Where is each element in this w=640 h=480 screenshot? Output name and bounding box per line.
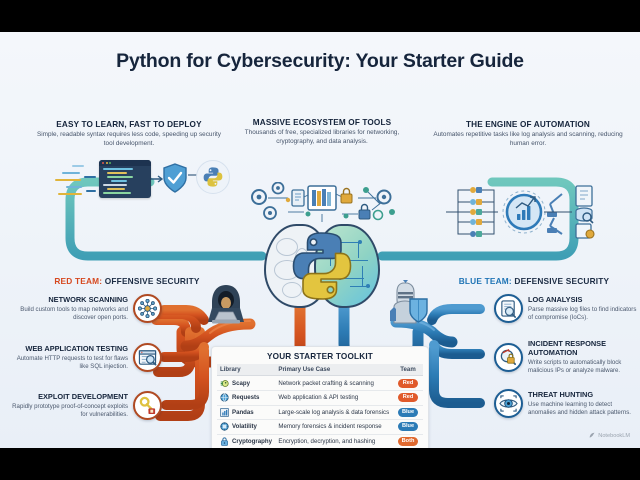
code-window-icon (99, 160, 151, 198)
branch-title: NETWORK SCANNING (48, 294, 128, 304)
cell-library: Volatility (217, 419, 276, 435)
red-team-header: RED TEAM: OFFENSIVE SECURITY (22, 276, 232, 286)
cell-use-case: Network packet crafting & scanning (275, 375, 393, 391)
toolkit-heading: YOUR STARTER TOOLKIT (266, 352, 374, 361)
cell-team: Blue (393, 419, 423, 435)
feature-heading: MASSIVE ECOSYSTEM OF TOOLS (252, 118, 392, 127)
table-header-row: Library Primary Use Case Team (217, 364, 423, 377)
notebooklm-logo-icon (589, 432, 595, 438)
key-exploit-icon (133, 391, 162, 420)
branch-desc: Automate HTTP requests to test for flaws… (16, 354, 128, 370)
cell-library: Scapy (217, 375, 276, 391)
ecosystem-icons-cluster (246, 181, 398, 234)
memory-chip-icon (220, 422, 229, 432)
cell-use-case: Web application & API testing (275, 390, 393, 406)
browser-search-icon (133, 343, 162, 372)
cell-team: Red (393, 375, 423, 391)
table-row: Requests Web application & API testing Red (217, 390, 423, 406)
cell-library: Pandas (217, 405, 276, 421)
feature-body: Automates repetitive tasks like log anal… (433, 131, 623, 147)
bar-chart-icon (220, 407, 229, 417)
feature-body: Thousands of free, specialized libraries… (244, 129, 400, 145)
page-title: Python for Cybersecurity: Your Starter G… (116, 50, 524, 72)
red-item-exploit-development[interactable]: EXPLOIT DEVELOPMENT Rapidly prototype pr… (8, 391, 162, 420)
library-name: Scapy (232, 379, 250, 387)
toolkit-table: Library Primary Use Case Team Scapy Netwo… (217, 364, 423, 448)
blue-team-accent: BLUE TEAM: (458, 276, 512, 286)
branch-desc: Parse massive log files to find indicato… (528, 305, 637, 321)
python-logo-icon (292, 232, 352, 300)
branch-title: INCIDENT RESPONSE AUTOMATION (528, 339, 607, 357)
cell-use-case: Encryption, decryption, and hashing (278, 438, 376, 446)
cell-team: Red (393, 390, 423, 406)
branch-desc: Build custom tools to map networks and d… (20, 305, 128, 321)
infographic-canvas: Python for Cybersecurity: Your Starter G… (0, 32, 640, 448)
col-library: Library (217, 364, 276, 377)
library-name: Requests (232, 394, 260, 402)
eye-scan-icon (494, 389, 523, 418)
feature-heading: THE ENGINE OF AUTOMATION (466, 120, 590, 129)
cell-use-case: Large-scale log analysis & data forensic… (275, 405, 393, 421)
team-badge: Blue (397, 422, 419, 432)
red-team-rest: OFFENSIVE SECURITY (102, 276, 200, 286)
notebooklm-watermark: NotebookLM (589, 432, 630, 439)
col-use-case: Primary Use Case (275, 364, 393, 377)
library-name: Cryptography (232, 438, 272, 446)
col-team: Team (393, 364, 423, 377)
feature-body: Simple, readable syntax requires less co… (36, 131, 221, 147)
feature-easy-to-learn: EASY TO LEARN, FAST TO DEPLOY Simple, re… (34, 120, 224, 148)
table-row: Scapy Network packet crafting & scanning R… (217, 375, 423, 391)
network-scan-icon (133, 294, 162, 323)
red-item-network-scanning[interactable]: NETWORK SCANNING Build custom tools to m… (14, 294, 162, 323)
log-magnifier-icon (494, 294, 523, 323)
branch-desc: Use machine learning to detect anomalies… (528, 400, 631, 416)
table-row: Pandas Large-scale log analysis & data fo… (217, 405, 423, 421)
padlock-icon (220, 437, 229, 446)
automation-pipeline-icons (444, 184, 612, 240)
feature-engine-of-automation: THE ENGINE OF AUTOMATION Automates repet… (430, 120, 626, 148)
incident-lock-icon (494, 342, 523, 372)
armored-knight-with-shield (390, 280, 428, 324)
red-team-accent: RED TEAM: (54, 276, 103, 286)
team-badge: Both (397, 437, 419, 447)
shield-check-icon (163, 163, 187, 193)
team-badge: Red (398, 378, 418, 388)
table-row: Cryptography Encryption, decryption, and … (217, 434, 423, 448)
branch-desc: Rapidly prototype proof-of-concept explo… (12, 402, 128, 418)
globe-icon (220, 393, 229, 402)
branch-title: EXPLOIT DEVELOPMENT (38, 391, 128, 401)
cell-team: Both (393, 434, 423, 448)
cell-library: Cryptography (217, 434, 275, 448)
team-badge: Blue (397, 407, 419, 417)
blue-team-header: BLUE TEAM: DEFENSIVE SECURITY (432, 276, 636, 286)
branch-title: LOG ANALYSIS (528, 294, 583, 304)
branch-title: WEB APPLICATION TESTING (25, 343, 128, 353)
cell-library: Requests (217, 390, 276, 406)
feature-heading: EASY TO LEARN, FAST TO DEPLOY (56, 120, 202, 129)
library-name: Volatility (232, 423, 257, 431)
blue-item-incident-response-automation[interactable]: INCIDENT RESPONSE AUTOMATION Write scrip… (494, 339, 640, 375)
library-name: Pandas (232, 408, 254, 416)
blue-item-log-analysis[interactable]: LOG ANALYSIS Parse massive log files to … (494, 294, 640, 323)
starter-toolkit-card: YOUR STARTER TOOLKIT Library Primary Use… (211, 346, 429, 448)
red-item-web-application-testing[interactable]: WEB APPLICATION TESTING Automate HTTP re… (14, 343, 162, 372)
arrow-icon (151, 175, 164, 183)
scapy-icon (220, 379, 229, 388)
blue-item-threat-hunting[interactable]: THREAT HUNTING Use machine learning to d… (494, 389, 640, 418)
feature-massive-ecosystem: MASSIVE ECOSYSTEM OF TOOLS Thousands of … (232, 118, 412, 146)
blue-team-rest: DEFENSIVE SECURITY (511, 276, 610, 286)
branch-title: THREAT HUNTING (528, 389, 594, 399)
team-badge: Red (398, 393, 418, 403)
table-row: Volatility Memory forensics & incident re… (217, 419, 423, 435)
python-logo-icon (196, 160, 230, 194)
cell-use-case: Memory forensics & incident response (275, 419, 393, 435)
branch-desc: Write scripts to automatically block mal… (528, 358, 622, 374)
cell-team: Blue (393, 405, 423, 421)
watermark-label: NotebookLM (598, 432, 630, 439)
hooded-hacker-with-laptop (208, 285, 244, 324)
python-brain-illustration (264, 220, 380, 312)
